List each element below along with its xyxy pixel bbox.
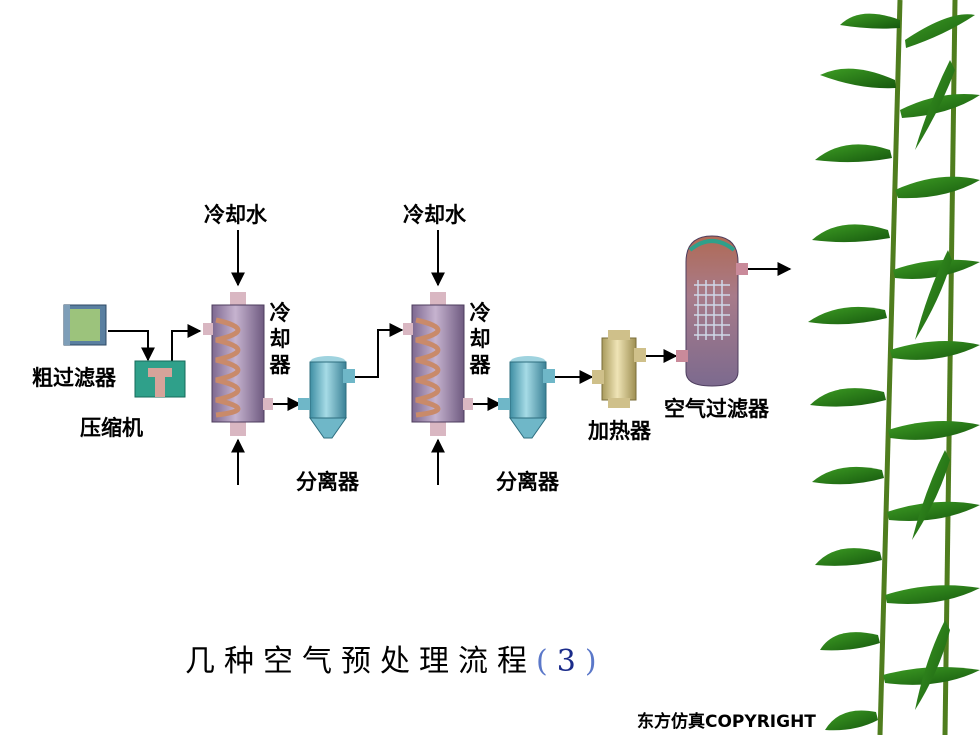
air-filter-label: 空气过滤器	[664, 396, 769, 421]
cooling-water-label-2: 冷却水	[403, 202, 466, 227]
cooler-2	[403, 292, 473, 436]
title-open-paren: (	[536, 644, 557, 679]
cooler-label-1: 冷却器	[269, 300, 291, 377]
pipe-separator1-to-cooler2	[355, 323, 404, 378]
title-close-paren: )	[584, 644, 606, 679]
cooler-1	[203, 292, 273, 436]
bamboo-decoration	[808, 0, 980, 735]
coarse-filter-label: 粗过滤器	[32, 365, 116, 390]
cooling-water-label-1: 冷却水	[204, 202, 267, 227]
separator-2	[498, 356, 555, 439]
coarse-filter	[63, 304, 107, 346]
pipe-compressor-to-cooler1	[171, 324, 202, 372]
copyright-text: 东方仿真COPYRIGHT	[637, 712, 816, 732]
pipe-filter-to-compressor	[108, 330, 155, 362]
separator-label-1: 分离器	[296, 469, 359, 494]
heater-label: 加热器	[588, 418, 651, 443]
heater	[592, 330, 646, 408]
separator-label-2: 分离器	[496, 469, 559, 494]
separator-1	[298, 356, 355, 439]
compressor	[134, 360, 186, 398]
title-text: 几种空气预处理流程	[185, 644, 536, 679]
page-title: 几种空气预处理流程(3)	[185, 636, 606, 680]
title-number: 3	[556, 644, 585, 679]
air-filter	[676, 235, 748, 387]
compressor-label: 压缩机	[80, 415, 143, 440]
cooler-label-2: 冷却器	[469, 300, 491, 377]
flow-lines	[108, 230, 792, 485]
